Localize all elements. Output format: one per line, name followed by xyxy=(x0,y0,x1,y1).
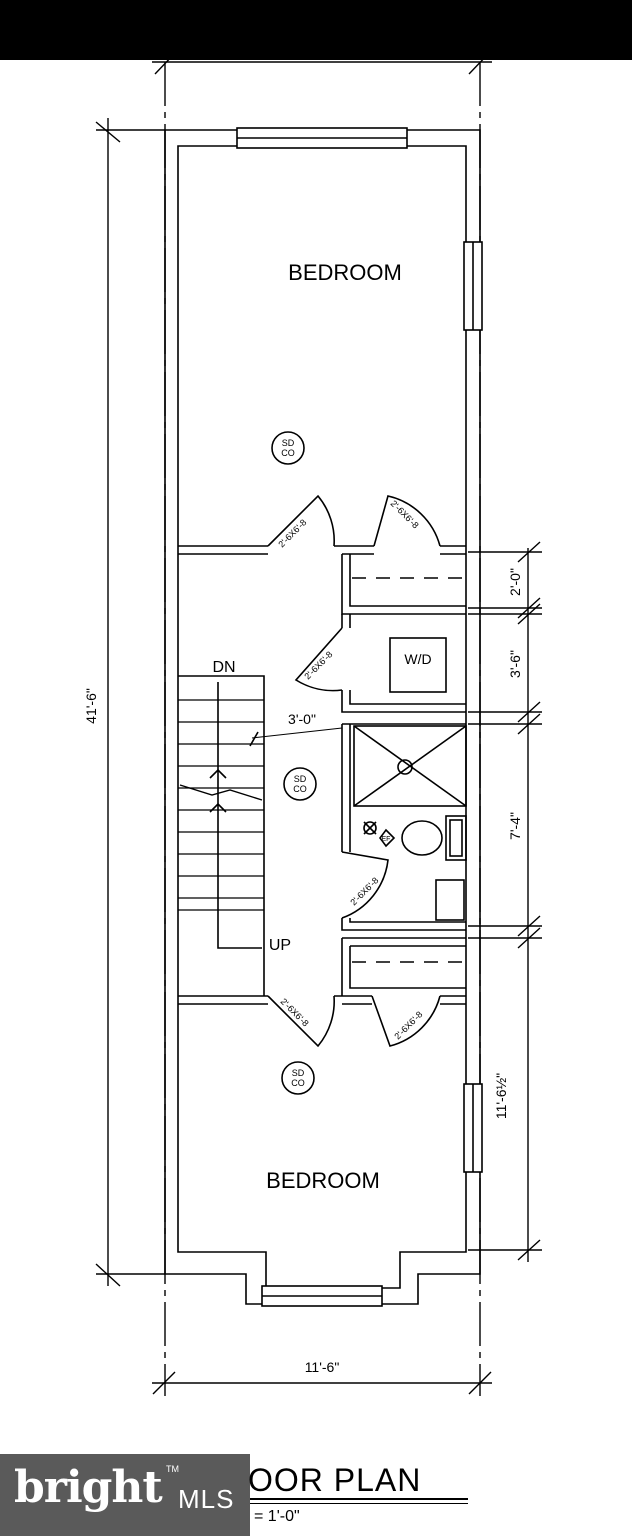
dimension-tick xyxy=(517,541,541,563)
dimension-tick xyxy=(154,51,177,75)
dimension-tick xyxy=(152,1371,176,1395)
dimension-tick xyxy=(517,713,541,735)
plan-title: OOR PLAN xyxy=(248,1462,422,1498)
hall-width-dimension: 3'-0" xyxy=(288,711,316,727)
overall-width-dimension: 11'-6" xyxy=(305,1359,340,1375)
bedroom-bottom-label: BEDROOM xyxy=(266,1168,380,1193)
stairs-down-label: DN xyxy=(212,659,235,676)
stairs-up-label: UP xyxy=(269,937,291,954)
co-detector-label: CO xyxy=(281,448,295,458)
smoke-detector-label: SD xyxy=(282,438,295,448)
dimension-tick xyxy=(517,1239,541,1261)
title-underline xyxy=(250,1503,468,1504)
dimension-tick xyxy=(517,915,541,937)
bedroom-dimension: 11'-6½" xyxy=(493,1073,509,1119)
dimension-tick xyxy=(468,51,491,75)
dimension-tick xyxy=(468,1371,492,1395)
co-detector-label: CO xyxy=(293,784,307,794)
bright-mls-watermark: bright TM MLS xyxy=(0,1454,250,1536)
smoke-detector-label: SD xyxy=(294,774,307,784)
bath-dimension: 7'-4" xyxy=(507,812,523,840)
dimension-tick xyxy=(517,597,541,619)
title-underline xyxy=(250,1498,468,1500)
door-label: 2'-6X6'-8 xyxy=(392,1009,424,1041)
smoke-detector-label: SD xyxy=(292,1068,305,1078)
walls xyxy=(164,127,483,1307)
dimension-tick xyxy=(517,603,541,625)
washer-dryer-label: W/D xyxy=(404,651,431,667)
co-detector-label: CO xyxy=(291,1078,305,1088)
overall-length-dimension: 41'-6" xyxy=(83,688,99,724)
dimension-tick xyxy=(95,1263,121,1287)
dimension-tick xyxy=(517,701,541,723)
top-black-bar xyxy=(0,0,632,60)
closet-dimension: 2'-0" xyxy=(507,568,523,596)
door-label: 2'-6X6'-8 xyxy=(389,498,421,530)
watermark-suffix: MLS xyxy=(178,1484,235,1514)
watermark-tm: TM xyxy=(166,1464,179,1474)
dimension-tick xyxy=(95,121,121,143)
dimension-tick xyxy=(517,927,541,949)
watermark-brand: bright xyxy=(14,1462,163,1513)
exhaust-fan-label: EF xyxy=(382,836,391,843)
laundry-dimension: 3'-6" xyxy=(507,650,523,678)
plan-scale: = 1'-0" xyxy=(254,1508,300,1525)
bedroom-top-label: BEDROOM xyxy=(288,260,402,285)
